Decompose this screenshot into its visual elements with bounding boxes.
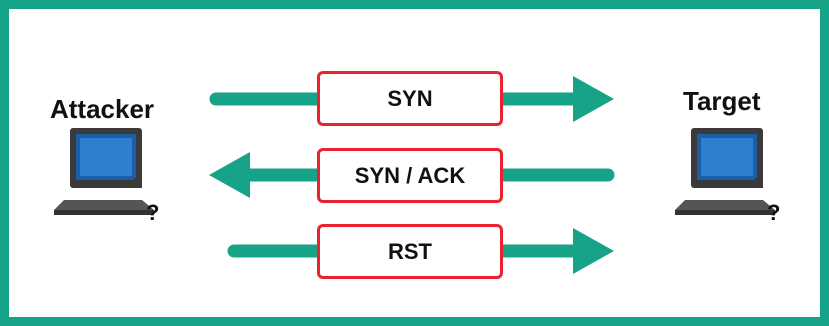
target-computer-icon: ? [675,128,780,225]
syn-message-box: SYN [317,71,503,126]
syn-ack-message-box: SYN / ACK [317,148,503,203]
svg-text:?: ? [767,200,780,225]
attacker-label: Attacker [50,94,155,124]
target-label: Target [683,86,761,116]
rst-message-box: RST [317,224,503,279]
attacker-computer-icon: ? [54,128,159,225]
svg-text:?: ? [146,200,159,225]
